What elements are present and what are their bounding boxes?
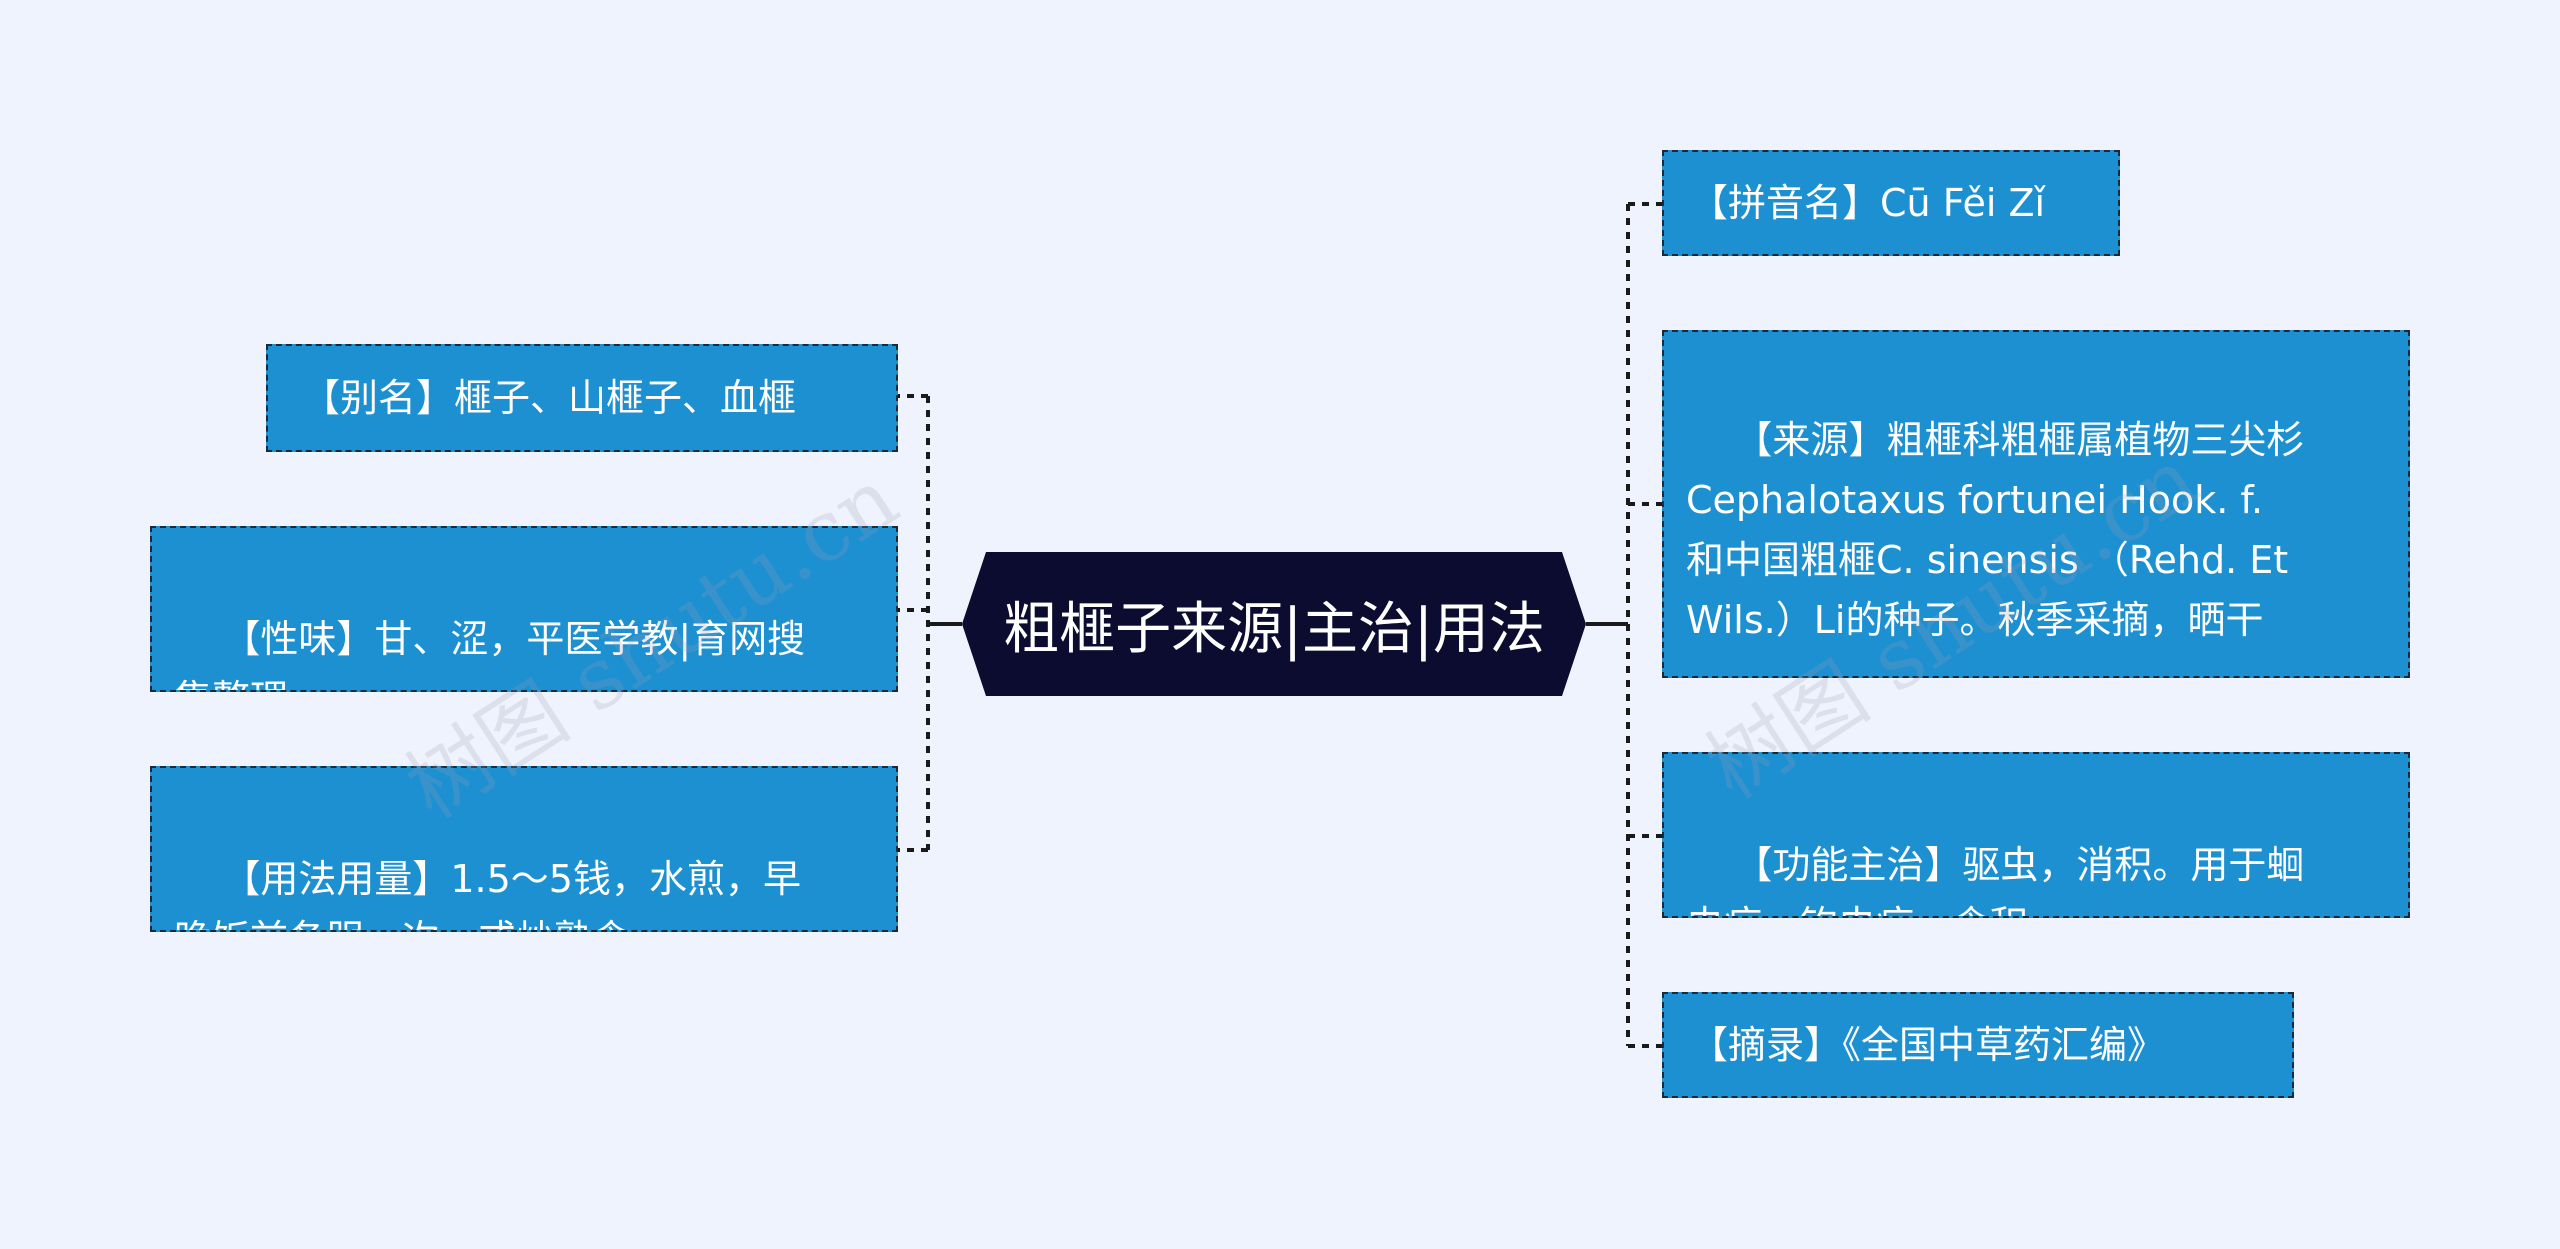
topic-function[interactable]: 【功能主治】驱虫，消积。用于蛔 虫病，钩虫病，食积。 bbox=[1662, 752, 2410, 918]
topic-taste[interactable]: 【性味】甘、涩，平医学教|育网搜 集整理。 bbox=[150, 526, 898, 692]
topic-function-label: 【功能主治】驱虫，消积。用于蛔 虫病，钩虫病，食积。 bbox=[1686, 843, 2305, 916]
central-topic[interactable]: 粗榧子来源|主治|用法 bbox=[962, 552, 1586, 696]
topic-alias[interactable]: 【别名】榧子、山榧子、血榧 bbox=[266, 344, 898, 452]
topic-source-label: 【来源】粗榧科粗榧属植物三尖杉 Cephalotaxus fortunei Ho… bbox=[1686, 418, 2305, 676]
topic-usage[interactable]: 【用法用量】1.5～5钱，水煎，早 晚饭前各服一次，或炒熟食。 bbox=[150, 766, 898, 932]
topic-source[interactable]: 【来源】粗榧科粗榧属植物三尖杉 Cephalotaxus fortunei Ho… bbox=[1662, 330, 2410, 678]
topic-alias-label: 【别名】榧子、山榧子、血榧 bbox=[302, 376, 797, 420]
topic-excerpt-label: 【摘录】《全国中草药汇编》 bbox=[1690, 1023, 2166, 1067]
central-topic-label: 粗榧子来源|主治|用法 bbox=[1003, 596, 1545, 662]
topic-excerpt[interactable]: 【摘录】《全国中草药汇编》 bbox=[1662, 992, 2294, 1098]
topic-usage-label: 【用法用量】1.5～5钱，水煎，早 晚饭前各服一次，或炒熟食。 bbox=[174, 857, 801, 930]
topic-pinyin[interactable]: 【拼音名】Cū Fěi Zǐ bbox=[1662, 150, 2120, 256]
topic-taste-label: 【性味】甘、涩，平医学教|育网搜 集整理。 bbox=[174, 617, 806, 690]
topic-pinyin-label: 【拼音名】Cū Fěi Zǐ bbox=[1690, 181, 2046, 225]
